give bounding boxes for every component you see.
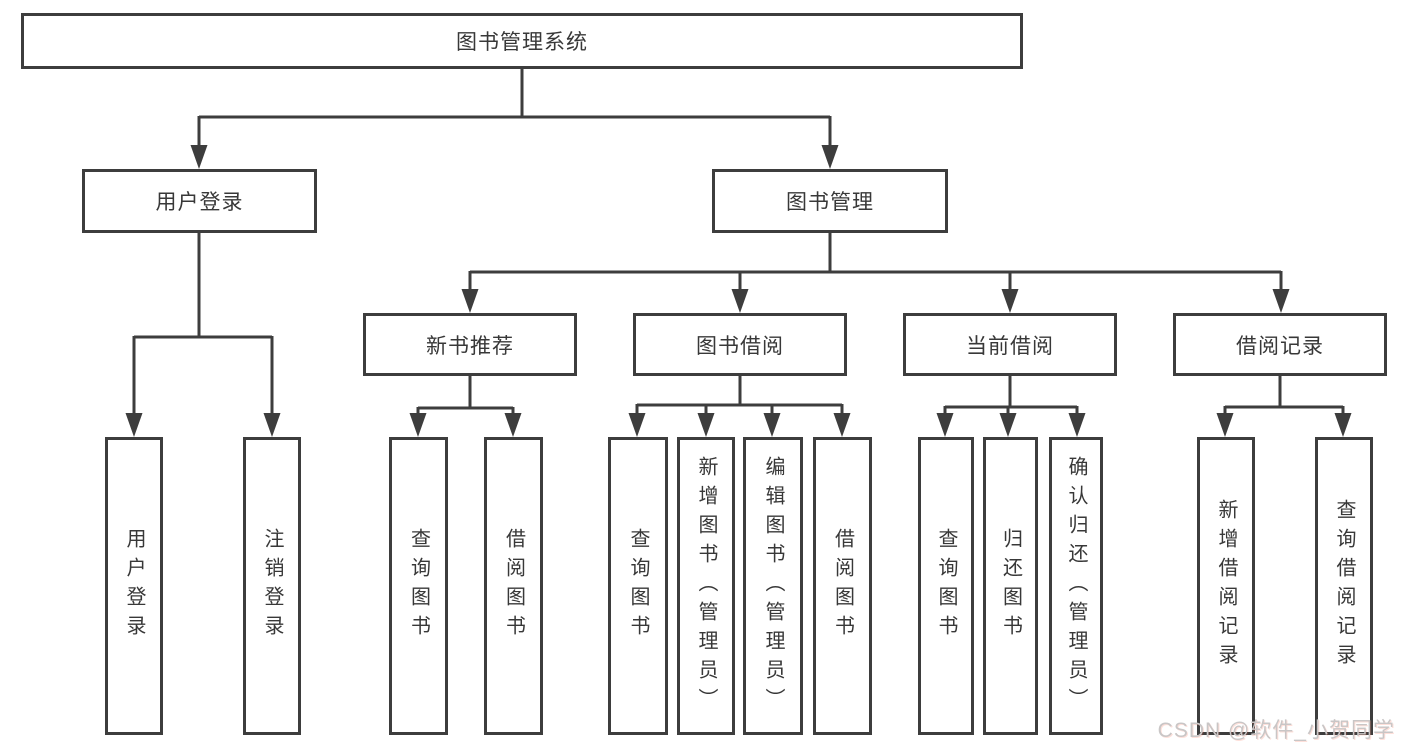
node-user-login: 用户登录: [82, 169, 317, 233]
leaf-label: 用户登录: [123, 528, 145, 644]
arrowhead-icons: [125, 145, 1352, 437]
node-root-library-system: 图书管理系统: [21, 13, 1023, 69]
leaf-record-add-borrow-record: 新增借阅记录: [1197, 437, 1255, 735]
leaf-label: 借阅图书: [831, 528, 854, 644]
leaf-borrow-edit-books-admin: 编辑图书（管理员）: [743, 437, 803, 735]
leaf-user-login: 用户登录: [105, 437, 163, 735]
leaf-current-query-books: 查询图书: [918, 437, 974, 735]
leaf-borrow-borrow-books: 借阅图书: [813, 437, 872, 735]
leaf-label: 确认归还（管理员）: [1065, 455, 1087, 717]
node-book-management: 图书管理: [712, 169, 948, 233]
leaf-label: 新增借阅记录: [1215, 499, 1237, 673]
leaf-newbook-query-books: 查询图书: [389, 437, 448, 735]
leaf-label: 查询图书: [407, 528, 430, 644]
leaf-label: 归还图书: [999, 528, 1022, 644]
leaf-current-return-books: 归还图书: [983, 437, 1038, 735]
leaf-borrow-add-books-admin: 新增图书（管理员）: [677, 437, 735, 735]
node-label: 用户登录: [155, 191, 244, 214]
leaf-label: 新增图书（管理员）: [695, 455, 717, 717]
node-label: 借阅记录: [1236, 334, 1324, 358]
leaf-newbook-borrow-books: 借阅图书: [484, 437, 543, 735]
node-current-borrow: 当前借阅: [903, 313, 1117, 376]
node-label: 新书推荐: [426, 334, 514, 358]
leaf-logout: 注销登录: [243, 437, 301, 735]
csdn-watermark: CSDN @软件_小贺同学: [1157, 719, 1395, 742]
node-borrow-records: 借阅记录: [1173, 313, 1387, 376]
leaf-label: 查询借阅记录: [1333, 499, 1355, 673]
leaf-label: 查询图书: [935, 528, 957, 644]
leaf-record-query-borrow-record: 查询借阅记录: [1315, 437, 1373, 735]
node-label: 图书借阅: [696, 334, 784, 358]
node-book-borrow: 图书借阅: [633, 313, 847, 376]
leaf-label: 注销登录: [261, 528, 283, 644]
leaf-label: 查询图书: [627, 528, 649, 644]
node-new-book-recommend: 新书推荐: [363, 313, 577, 376]
leaf-current-confirm-return-admin: 确认归还（管理员）: [1049, 437, 1103, 735]
leaf-label: 编辑图书（管理员）: [762, 455, 784, 717]
leaf-borrow-query-books: 查询图书: [608, 437, 668, 735]
node-label: 图书管理: [786, 191, 874, 214]
node-label: 当前借阅: [966, 334, 1054, 358]
leaf-label: 借阅图书: [502, 528, 525, 644]
node-label: 图书管理系统: [456, 31, 588, 54]
